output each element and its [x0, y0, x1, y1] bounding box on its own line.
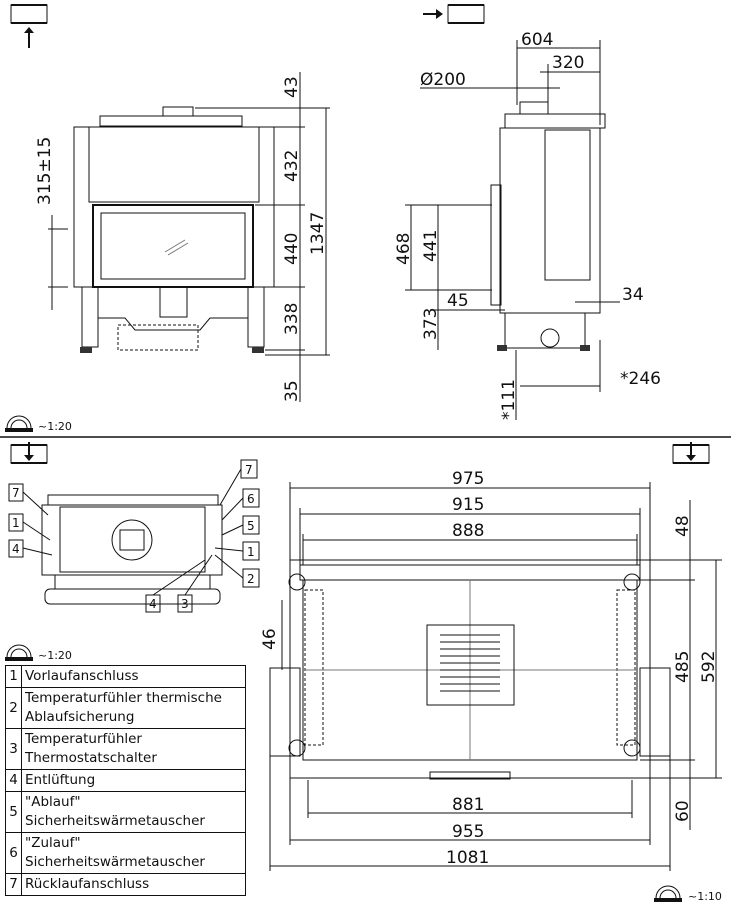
legend-label: Vorlaufanschluss	[21, 665, 246, 688]
view-direction-front-icon	[10, 4, 48, 48]
scale-top-large: ~1:10	[688, 890, 722, 903]
scale-icon	[654, 885, 682, 902]
scale-top-small: ~1:20	[38, 649, 72, 662]
dim-975: 975	[452, 469, 484, 489]
top-view-large: 975 915 888 48 46 485 592 881 955 1081 6…	[260, 469, 722, 871]
dim-246: *246	[620, 369, 661, 389]
side-view: 604 320 Ø200 468 441 45 34 373 *111 *246	[394, 30, 661, 420]
legend-num: 3	[5, 728, 22, 770]
dim-441: 441	[421, 230, 441, 262]
dim-111: *111	[499, 379, 519, 420]
callout-2: 2	[247, 572, 255, 586]
dim-592: 592	[699, 651, 719, 683]
view-direction-top-icon-2	[672, 442, 710, 464]
legend-label: "Zulauf" Sicherheitswärmetauscher	[21, 832, 246, 874]
dim-upper: 432	[282, 150, 302, 182]
legend-row: 6"Zulauf" Sicherheitswärmetauscher	[5, 832, 246, 874]
scale-front: ~1:20	[38, 420, 72, 433]
legend-row: 5"Ablauf" Sicherheitswärmetauscher	[5, 791, 246, 833]
view-direction-top-icon	[10, 442, 48, 464]
callout-5: 5	[247, 519, 255, 533]
legend-num: 1	[5, 665, 22, 688]
scale-icon	[5, 644, 33, 661]
dim-46: 46	[260, 628, 280, 650]
front-view: 43 432 440 338 35 1347 315±15	[35, 72, 330, 402]
top-view-small: 7 1 4 7 6 5 1 2 4 3	[8, 459, 260, 613]
legend-label: Temperaturfühler thermische Ablaufsicher…	[21, 687, 246, 729]
dim-feet: 35	[282, 380, 302, 402]
dim-1081: 1081	[446, 848, 489, 868]
dim-door: 440	[282, 233, 302, 265]
dim-total-height: 1347	[308, 212, 328, 255]
dim-45: 45	[447, 291, 469, 311]
callout-3: 3	[181, 597, 189, 611]
dim-60: 60	[673, 800, 693, 822]
callout-1-left: 1	[12, 516, 20, 530]
legend-num: 2	[5, 687, 22, 729]
dim-handle-height: 315±15	[35, 137, 55, 205]
dim-48: 48	[673, 515, 693, 537]
legend-label: "Ablauf" Sicherheitswärmetauscher	[21, 791, 246, 833]
dim-flue-offset: 320	[552, 53, 584, 73]
callout-4-bottom: 4	[149, 597, 157, 611]
dim-373: 373	[421, 308, 441, 340]
dim-34: 34	[622, 285, 644, 305]
legend-label: Temperaturfühler Thermostatschalter	[21, 728, 246, 770]
callout-1-right: 1	[247, 545, 255, 559]
dim-legs: 338	[282, 303, 302, 335]
legend-num: 7	[5, 873, 22, 896]
callout-6: 6	[247, 492, 255, 506]
callout-4-left: 4	[12, 542, 20, 556]
legend-label: Rücklaufanschluss	[21, 873, 246, 896]
dim-485: 485	[673, 651, 693, 683]
dim-top-flue: 43	[282, 76, 302, 98]
view-direction-side-icon	[423, 4, 485, 24]
dim-881: 881	[452, 795, 484, 815]
legend-num: 5	[5, 791, 22, 833]
dim-888: 888	[452, 521, 484, 541]
legend-num: 6	[5, 832, 22, 874]
legend-num: 4	[5, 769, 22, 792]
dim-468: 468	[394, 233, 414, 265]
callout-7-right: 7	[245, 463, 253, 477]
callout-7-left: 7	[12, 486, 20, 500]
legend-label: Entlüftung	[21, 769, 246, 792]
dim-depth: 604	[521, 30, 553, 50]
dim-955: 955	[452, 822, 484, 842]
dim-915: 915	[452, 495, 484, 515]
scale-icon	[5, 415, 33, 432]
dim-flue-diameter: Ø200	[420, 70, 466, 90]
